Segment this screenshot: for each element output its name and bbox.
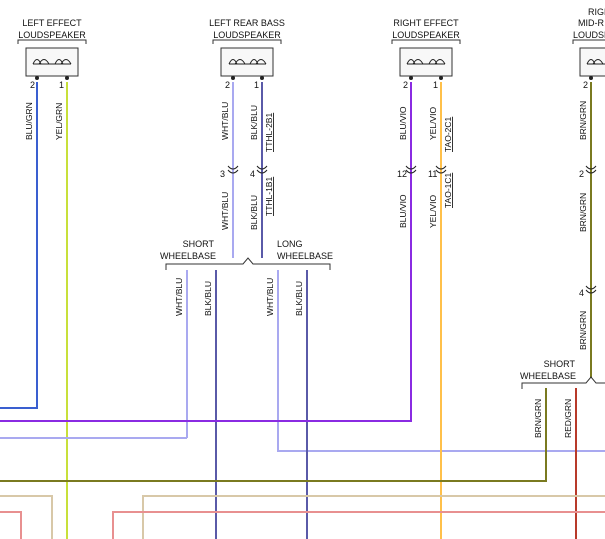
wire-label: RED/GRN [563, 399, 573, 438]
wheelbase-split-right: SHORT WHEELBASE [520, 359, 605, 389]
wire-label: BRN/GRN [578, 193, 588, 232]
wire-label: BLK/BLU [294, 281, 304, 316]
wire-wht-blu-long [277, 270, 605, 452]
speaker-title-line2: LOUDSPEAKER [18, 30, 86, 40]
pin-label: 1 [59, 80, 64, 90]
speaker-title-line1: RIGHT [588, 7, 605, 17]
wire-label: BLU/VIO [398, 106, 408, 140]
pin-label: 4 [579, 288, 584, 298]
wire-label: WHT/BLU [265, 278, 275, 316]
wire-label: WHT/BLU [174, 278, 184, 316]
connector-pins: 3 4 12 11 2 4 [220, 169, 584, 298]
speaker-left-effect: LEFT EFFECT LOUDSPEAKER 2 1 [17, 18, 87, 90]
speaker-right-effect: RIGHT EFFECT LOUDSPEAKER 2 1 [391, 18, 461, 90]
speaker-left-rear-bass: LEFT REAR BASS LOUDSPEAKER 2 1 [209, 18, 285, 90]
short-wheelbase-label-1: SHORT [544, 359, 576, 369]
wire-blu-vio-right-effect [0, 82, 412, 422]
speaker-title-line1: LEFT REAR BASS [209, 18, 285, 28]
speaker-right-mid: RIGHT MID-R LOUDSP 2 [572, 7, 605, 90]
connector-symbols [227, 165, 597, 294]
pin-label: 2 [583, 80, 588, 90]
wire-label: BLK/BLU [203, 281, 213, 316]
wire-label: BRN/GRN [578, 101, 588, 140]
speaker-icon [579, 47, 605, 77]
circuit-id: TTHL-1B1 [264, 177, 274, 216]
wire-pink-right [112, 511, 605, 539]
speaker-title-line1: RIGHT EFFECT [393, 18, 459, 28]
wire-label: WHT/BLU [220, 192, 230, 230]
wire-label: BLK/BLU [249, 195, 259, 230]
wire-label: BRN/GRN [578, 311, 588, 350]
pin-label: 11 [428, 169, 437, 179]
speaker-title-line1: LEFT EFFECT [22, 18, 82, 28]
pin-label: 2 [225, 80, 230, 90]
short-wheelbase-label-1: SHORT [183, 239, 215, 249]
wire-label: YEL/GRN [54, 103, 64, 140]
pin-label: 2 [403, 80, 408, 90]
speaker-title-line2: MID-R [578, 18, 604, 28]
circuit-id: TTHL-2B1 [264, 113, 274, 152]
long-wheelbase-label-2: WHEELBASE [277, 251, 333, 261]
pin-label: 1 [254, 80, 259, 90]
long-wheelbase-label-1: LONG [277, 239, 303, 249]
speaker-title-line2: LOUDSPEAKER [213, 30, 281, 40]
wire-tan-left [0, 495, 53, 539]
speaker-title-line3: LOUDSP [573, 30, 605, 40]
circuit-id: TAO-2C1 [443, 116, 453, 152]
wire-label: BRN/GRN [533, 399, 543, 438]
wire-labels: BLU/GRN YEL/GRN WHT/BLU BLK/BLU TTHL-2B1… [24, 101, 588, 438]
short-wheelbase-label-2: WHEELBASE [160, 251, 216, 261]
wheelbase-split-left: SHORT WHEELBASE LONG WHEELBASE [160, 239, 333, 270]
wire-label: BLK/BLU [249, 105, 259, 140]
circuit-id: TAO-1C1 [443, 172, 453, 208]
pin-label: 2 [30, 80, 35, 90]
pin-label: 3 [220, 169, 225, 179]
wire-pink-left [0, 511, 22, 539]
wire-brn-grn-lower [0, 388, 547, 482]
speaker-title-line2: LOUDSPEAKER [392, 30, 460, 40]
pin-label: 2 [579, 169, 584, 179]
wire-label: BLU/VIO [398, 194, 408, 228]
wire-lines [0, 82, 605, 539]
wire-label: WHT/BLU [220, 102, 230, 140]
wire-label: YEL/VIO [428, 195, 438, 228]
pin-label: 4 [250, 169, 255, 179]
pin-label: 12 [397, 169, 407, 179]
wire-blu-grn-left-effect [0, 82, 38, 409]
wire-tan-right [142, 495, 605, 539]
wire-label: YEL/VIO [428, 107, 438, 140]
wire-label: BLU/GRN [24, 102, 34, 140]
pin-label: 1 [433, 80, 438, 90]
short-wheelbase-label-2: WHEELBASE [520, 371, 576, 381]
